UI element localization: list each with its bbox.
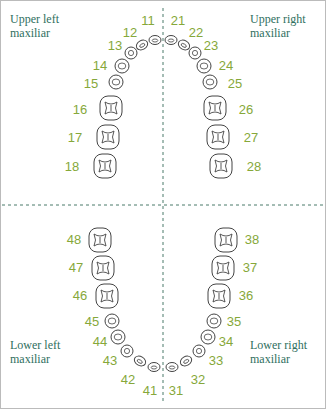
tooth-number: 33 (209, 354, 223, 368)
tooth-number: 32 (191, 373, 205, 387)
tooth-number: 11 (141, 14, 155, 28)
tooth-number: 26 (239, 103, 253, 117)
tooth-number: 17 (68, 131, 82, 145)
quadrant-label: Upper left maxiliar (10, 12, 82, 40)
tooth-number: 37 (243, 261, 257, 275)
quadrant-label: Lower left maxiliar (10, 338, 82, 366)
quadrant-label: Lower right maxiliar (250, 338, 322, 366)
tooth-number: 31 (169, 384, 183, 398)
tooth-number: 22 (189, 26, 203, 40)
tooth-number: 41 (143, 384, 157, 398)
tooth-number: 35 (227, 315, 241, 329)
tooth-number: 44 (93, 335, 107, 349)
tooth-number: 45 (85, 315, 99, 329)
tooth-number: 24 (219, 59, 233, 73)
tooth-number: 43 (103, 354, 117, 368)
tooth-number: 23 (204, 39, 218, 53)
tooth-number: 34 (219, 335, 233, 349)
tooth-number: 36 (239, 289, 253, 303)
tooth-number: 27 (244, 131, 258, 145)
tooth-number: 12 (123, 26, 137, 40)
tooth-number: 47 (69, 261, 83, 275)
tooth-number: 21 (171, 14, 185, 28)
tooth-number: 25 (228, 77, 242, 91)
tooth-number: 18 (65, 160, 79, 174)
quadrant-label: Upper right maxiliar (250, 12, 322, 40)
tooth-number: 28 (247, 160, 261, 174)
tooth-number: 15 (84, 77, 98, 91)
tooth-number: 16 (73, 103, 87, 117)
tooth-number: 48 (67, 233, 81, 247)
tooth-number: 38 (245, 233, 259, 247)
tooth-number: 46 (73, 289, 87, 303)
tooth-number: 14 (93, 59, 107, 73)
tooth-number: 13 (108, 39, 122, 53)
tooth-number: 42 (121, 373, 135, 387)
